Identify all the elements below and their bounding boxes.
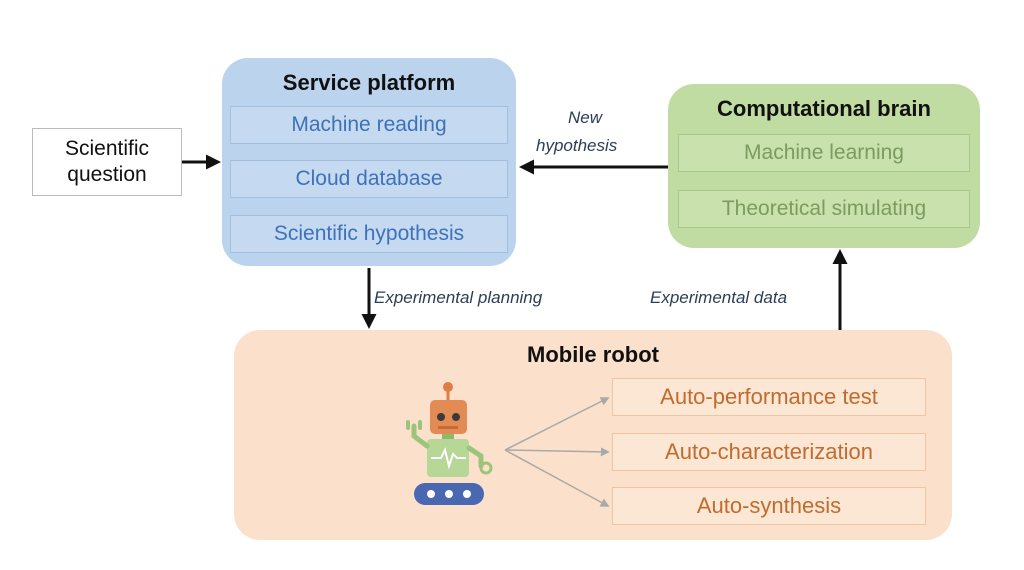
branch-arrow-characterization: [504, 447, 610, 457]
service-platform-title: Service platform: [282, 70, 456, 95]
robot-icon: [406, 382, 493, 505]
scientific-question-box: Scientific question: [32, 128, 182, 196]
auto-synthesis-item: Auto-synthesis: [612, 487, 926, 525]
auto-performance-test-item: Auto-performance test: [612, 378, 926, 416]
machine-reading-item: Machine reading: [230, 106, 508, 144]
auto-characterization-item: Auto-characterization: [612, 433, 926, 471]
branch-arrow-performance: [504, 397, 610, 451]
service-platform-panel: Service platform Machine reading Cloud d…: [222, 58, 516, 266]
new-hypothesis-label-line-2: hypothesis: [536, 136, 618, 155]
branch-arrow-synthesis: [504, 449, 610, 507]
experimental-data-label: Experimental data: [650, 288, 788, 307]
mobile-robot-panel: Mobile robot Auto-performance test Auto-…: [234, 330, 952, 540]
cloud-database-item: Cloud database: [230, 160, 508, 198]
computational-brain-title: Computational brain: [717, 96, 931, 121]
question-line-1: Scientific: [64, 136, 150, 160]
machine-learning-item: Machine learning: [678, 134, 970, 172]
experimental-planning-label: Experimental planning: [374, 288, 543, 307]
new-hypothesis-label-line-1: New: [568, 108, 603, 127]
mobile-robot-title: Mobile robot: [527, 342, 659, 367]
question-line-2: question: [67, 163, 147, 186]
scientific-hypothesis-item: Scientific hypothesis: [230, 215, 508, 253]
theoretical-simulating-item: Theoretical simulating: [678, 190, 970, 228]
computational-brain-panel: Computational brain Machine learning The…: [668, 84, 980, 248]
